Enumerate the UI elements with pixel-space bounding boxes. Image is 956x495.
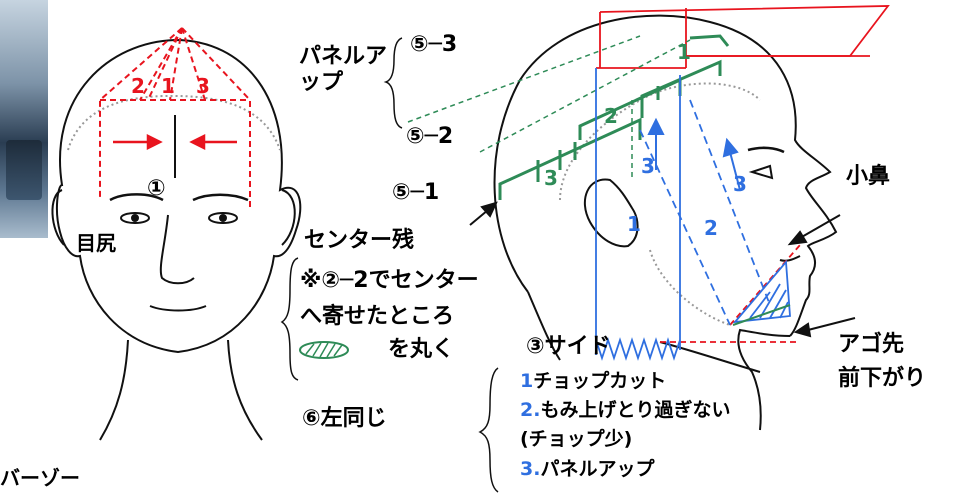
- blue-label-3b: 3: [733, 172, 747, 196]
- side-item-2: 2.もみ上げとり過ぎない: [520, 399, 731, 421]
- note-line-3: を丸く: [388, 337, 455, 362]
- front-red-guides: [99, 27, 251, 210]
- six-same-label: ⑥左同じ: [302, 406, 387, 431]
- chin-green-line: [732, 304, 791, 326]
- side-hairline: [559, 82, 761, 201]
- chin-hatched-triangle: [732, 259, 791, 324]
- side-jaw-dotted: [649, 249, 731, 326]
- side-head-outline: [493, 14, 838, 431]
- green-panel-1: 1: [677, 40, 691, 64]
- small-nose-label: 小鼻: [846, 164, 891, 189]
- five-3-label: ⑤─3: [410, 32, 458, 57]
- note-line-2: へ寄せたところ: [300, 304, 455, 329]
- five-2-label: ⑤─2: [406, 124, 454, 149]
- side-item-2-note: (チョップ少): [520, 428, 633, 450]
- photo-thumbnail: [0, 0, 48, 238]
- front-panel-2: 2: [131, 74, 145, 98]
- front-circle-1: ①: [147, 176, 166, 201]
- side-item-1: 1チョップカット: [520, 370, 667, 392]
- front-down-label: 前下がり: [838, 366, 927, 391]
- blue-label-3a: 3: [641, 154, 655, 178]
- side-blue-arrows: [647, 117, 741, 191]
- eye-corner-label: 目尻: [76, 231, 116, 255]
- green-panel-2: 2: [604, 104, 618, 128]
- middle-braces: [280, 37, 499, 493]
- hatched-ellipse-icon: [299, 341, 349, 359]
- five-1-label: ⑤─1: [392, 180, 440, 205]
- side-item-3: 3.パネルアップ: [520, 458, 655, 480]
- green-panel-3: 3: [544, 166, 558, 190]
- five-1-arrow: [469, 201, 498, 226]
- bottom-label: バーゾー: [0, 466, 80, 490]
- chin-tip-label: アゴ先: [838, 332, 905, 357]
- panel-up-label: パネルアップ: [299, 44, 388, 95]
- side-red-guides: [596, 5, 890, 343]
- front-panel-3: 3: [196, 74, 210, 98]
- side-pointer-arrows: [787, 214, 856, 338]
- side-blue-guides: [595, 68, 771, 361]
- side-title: ③サイド: [526, 334, 611, 359]
- note-line-1: ※②─2でセンター: [300, 268, 479, 293]
- front-arrows: [113, 133, 237, 151]
- side-green-dashed: [407, 35, 691, 178]
- center-remain-label: センター残: [304, 228, 415, 253]
- front-panel-1: 1: [161, 74, 175, 98]
- blue-label-1: 1: [627, 212, 641, 236]
- blue-label-2: 2: [704, 216, 718, 240]
